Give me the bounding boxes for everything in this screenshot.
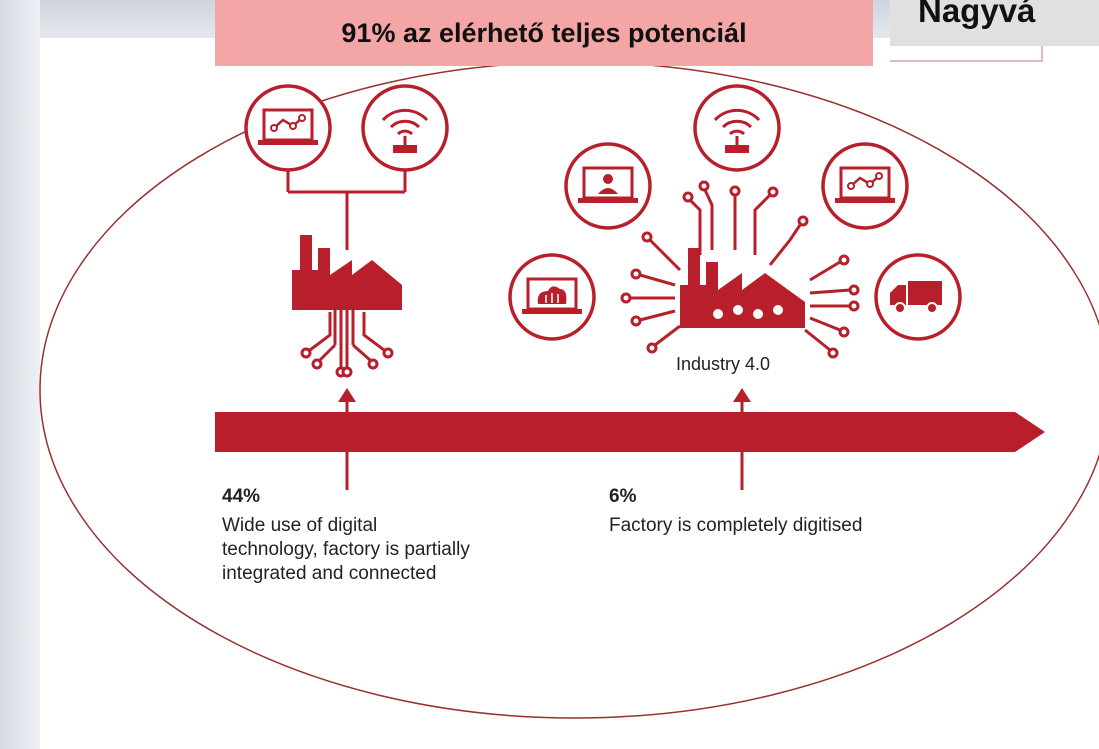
laptop-cloud-icon — [508, 253, 596, 341]
slide-canvas — [40, 38, 1099, 749]
stage2-pointer — [733, 388, 751, 402]
title-underline — [890, 46, 1043, 62]
stage2-description: Factory is completely digitised — [609, 515, 863, 536]
wifi-antenna-icon — [361, 84, 449, 172]
truck-icon — [874, 253, 962, 341]
laptop-chart-icon — [244, 84, 332, 172]
slide-left-band — [0, 0, 40, 749]
laptop-chart-icon — [821, 142, 909, 230]
stage1-percent: 44% — [222, 486, 261, 507]
circuit-roots-icon — [300, 310, 394, 378]
industry-4-label: Industry 4.0 — [676, 354, 771, 374]
factory-icon — [292, 235, 402, 310]
circuit-network-icon — [620, 180, 860, 359]
ellipse-outline — [39, 61, 1099, 719]
potential-callout: 91% az elérhető teljes potenciál — [215, 0, 873, 66]
laptop-person-icon — [564, 142, 652, 230]
factory-icon — [680, 248, 805, 328]
wifi-antenna-icon — [693, 84, 781, 172]
timeline-arrow — [215, 412, 1045, 452]
stage1-description: Wide use of digital technology, factory … — [222, 515, 470, 584]
stage1-pointer — [338, 388, 356, 402]
stage2-percent: 6% — [609, 486, 637, 507]
page-title: Nagyvá — [890, 0, 1099, 46]
